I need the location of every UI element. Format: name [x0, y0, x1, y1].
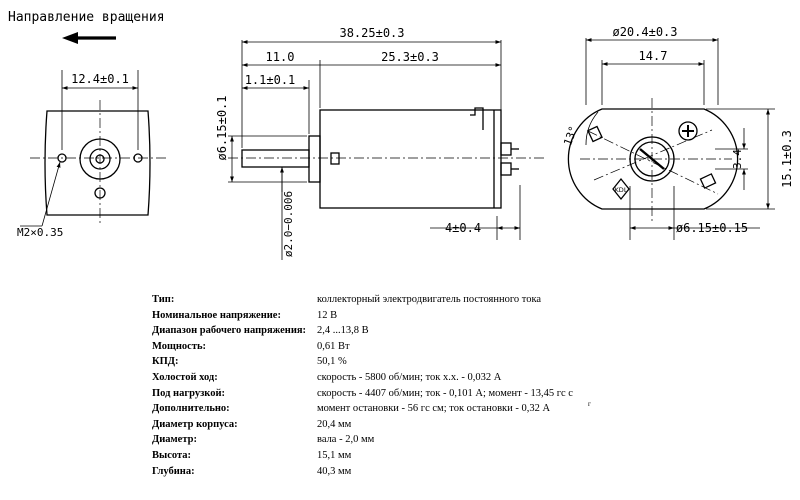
- spec-label: Диаметр:: [152, 434, 197, 446]
- spec-label: Мощность:: [152, 340, 207, 352]
- spec-value: скорость - 5800 об/мин; ток х.х. - 0,032…: [317, 371, 502, 383]
- terminal-offset-dim: 4±0.4: [445, 221, 481, 235]
- rear-terminal-gap-dim: 3.4: [731, 149, 744, 169]
- rotation-arrow-icon: [62, 32, 116, 44]
- spec-value: 50,1 %: [317, 356, 347, 368]
- shaft-diameter-dim: ø2.0−0.006: [282, 191, 295, 257]
- spec-row: КПД: 50,1 %: [152, 354, 573, 370]
- spec-label: Дополнительно:: [152, 403, 230, 415]
- spec-label: Номинальное напряжение:: [152, 309, 281, 321]
- spec-row: Холостой ход: скорость - 5800 об/мин; ток…: [152, 370, 573, 386]
- front-thread-dim: M2×0.35: [17, 226, 63, 239]
- spec-label: Холостой ход:: [152, 371, 218, 383]
- spec-label: Высота:: [152, 449, 192, 461]
- spec-row: Мощность: 0,61 Вт: [152, 339, 573, 355]
- body-length-dim: 25.3±0.3: [381, 50, 439, 64]
- rear-outer-diameter-dim: ø20.4±0.3: [612, 25, 677, 39]
- spec-label: Глубина:: [152, 465, 195, 477]
- spec-row: Высота: 15,1 мм: [152, 448, 573, 464]
- spec-value: вала - 2,0 мм: [317, 434, 375, 446]
- motor-drawing: Направление вращения 12.4±0.1 M2×0.35: [8, 10, 794, 260]
- spec-row: Под нагрузкой: скорость - 4407 об/мин; то…: [152, 386, 573, 402]
- front-hole-spacing-dim: 12.4±0.1: [71, 72, 129, 86]
- spec-value: 15,1 мм: [317, 449, 352, 461]
- side-view: [228, 40, 545, 260]
- spec-value: 0,61 Вт: [317, 340, 350, 352]
- spec-row: Дополнительно: момент остановки - 56 гс с…: [152, 401, 573, 417]
- spec-value: 20,4 мм: [317, 418, 352, 430]
- rear-boss-diameter-dim: ø6.15±0.15: [676, 221, 748, 235]
- spec-label: Диаметр корпуса:: [152, 418, 238, 430]
- spec-table: Тип: коллекторный электродвигатель постоя…: [152, 292, 573, 479]
- shaft-length-dim: 11.0: [266, 50, 295, 64]
- kdl-logo: KDL: [615, 186, 628, 194]
- front-view: [20, 70, 168, 227]
- spec-value: скорость - 4407 об/мин; ток - 0,101 А; м…: [317, 387, 573, 399]
- spec-value: коллекторный электродвигатель постоянног…: [317, 294, 542, 305]
- spec-row: Диаметр: вала - 2,0 мм: [152, 432, 573, 448]
- spec-value: 12 В: [317, 309, 338, 321]
- rotation-direction-label: Направление вращения: [8, 10, 165, 25]
- spec-label: Тип:: [152, 294, 175, 305]
- spec-value: 40,3 мм: [317, 465, 352, 477]
- spec-row: Глубина: 40,3 мм: [152, 464, 573, 480]
- spec-row: Диапазон рабочего напряжения: 2,4 ...13,8…: [152, 323, 573, 339]
- rear-angle-dim: 13°: [561, 124, 580, 147]
- spec-row: Тип: коллекторный электродвигатель постоя…: [152, 292, 573, 308]
- stray-mark: г: [588, 400, 591, 408]
- rear-view: [567, 38, 775, 240]
- boss-diameter-dim: ø6.15±0.1: [215, 95, 229, 160]
- spec-label: Диапазон рабочего напряжения:: [152, 325, 307, 337]
- rear-height-dim: 15.1±0.3: [780, 130, 794, 188]
- spec-label: Под нагрузкой:: [152, 387, 225, 399]
- rear-flat-width-dim: 14.7: [639, 49, 668, 63]
- spec-row: Номинальное напряжение: 12 В: [152, 308, 573, 324]
- spec-value: момент остановки - 56 гс см; ток останов…: [317, 403, 551, 415]
- boss-length-dim: 1.1±0.1: [245, 73, 296, 87]
- spec-value: 2,4 ...13,8 В: [317, 325, 369, 337]
- total-length-dim: 38.25±0.3: [339, 26, 404, 40]
- spec-label: КПД:: [152, 356, 179, 368]
- spec-row: Диаметр корпуса: 20,4 мм: [152, 417, 573, 433]
